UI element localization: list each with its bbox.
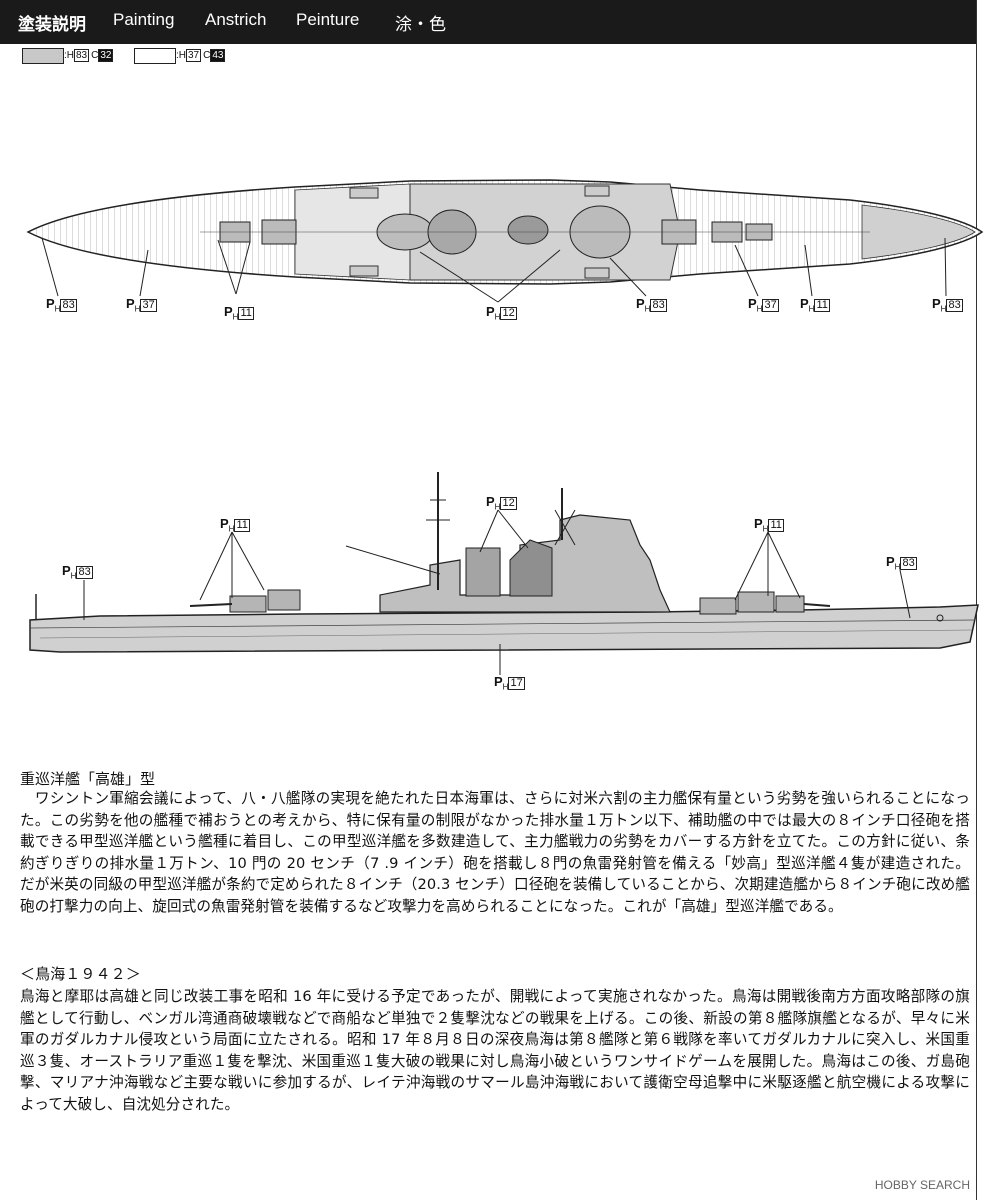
title-en: Painting <box>113 10 175 29</box>
top-view-ship <box>26 179 984 285</box>
title-de: Anstrich <box>205 10 267 29</box>
side-view-ship <box>29 472 979 653</box>
right-divider <box>976 0 977 1200</box>
header-bar: 塗装説明 Painting Anstrich Peinture 涂・色 <box>0 0 976 44</box>
history-paragraph: ワシントン軍縮会議によって、八・八艦隊の実現を絶たれた日本海軍は、さらに対米六割… <box>20 790 970 915</box>
gray-swatch <box>22 48 64 64</box>
watermark-logo: HOBBY SEARCH <box>874 1178 970 1192</box>
title-fr: Peinture <box>296 10 360 29</box>
chokai-paragraph: 鳥海と摩耶は高雄と同じ改装工事を昭和 16 年に受ける予定であったが、開戦によっ… <box>20 988 970 1113</box>
white-swatch <box>134 48 176 64</box>
section-title: 重巡洋艦「高雄」型 <box>20 770 156 788</box>
side-leader-lines <box>83 509 911 675</box>
ship-illustrations <box>26 179 984 675</box>
title-jp: 塗装説明 <box>18 15 86 34</box>
top-leader-lines <box>41 237 947 303</box>
title-jp2: 涂・色 <box>395 15 446 34</box>
chokai-subtitle: ＜鳥海１９４２＞ <box>20 965 141 983</box>
